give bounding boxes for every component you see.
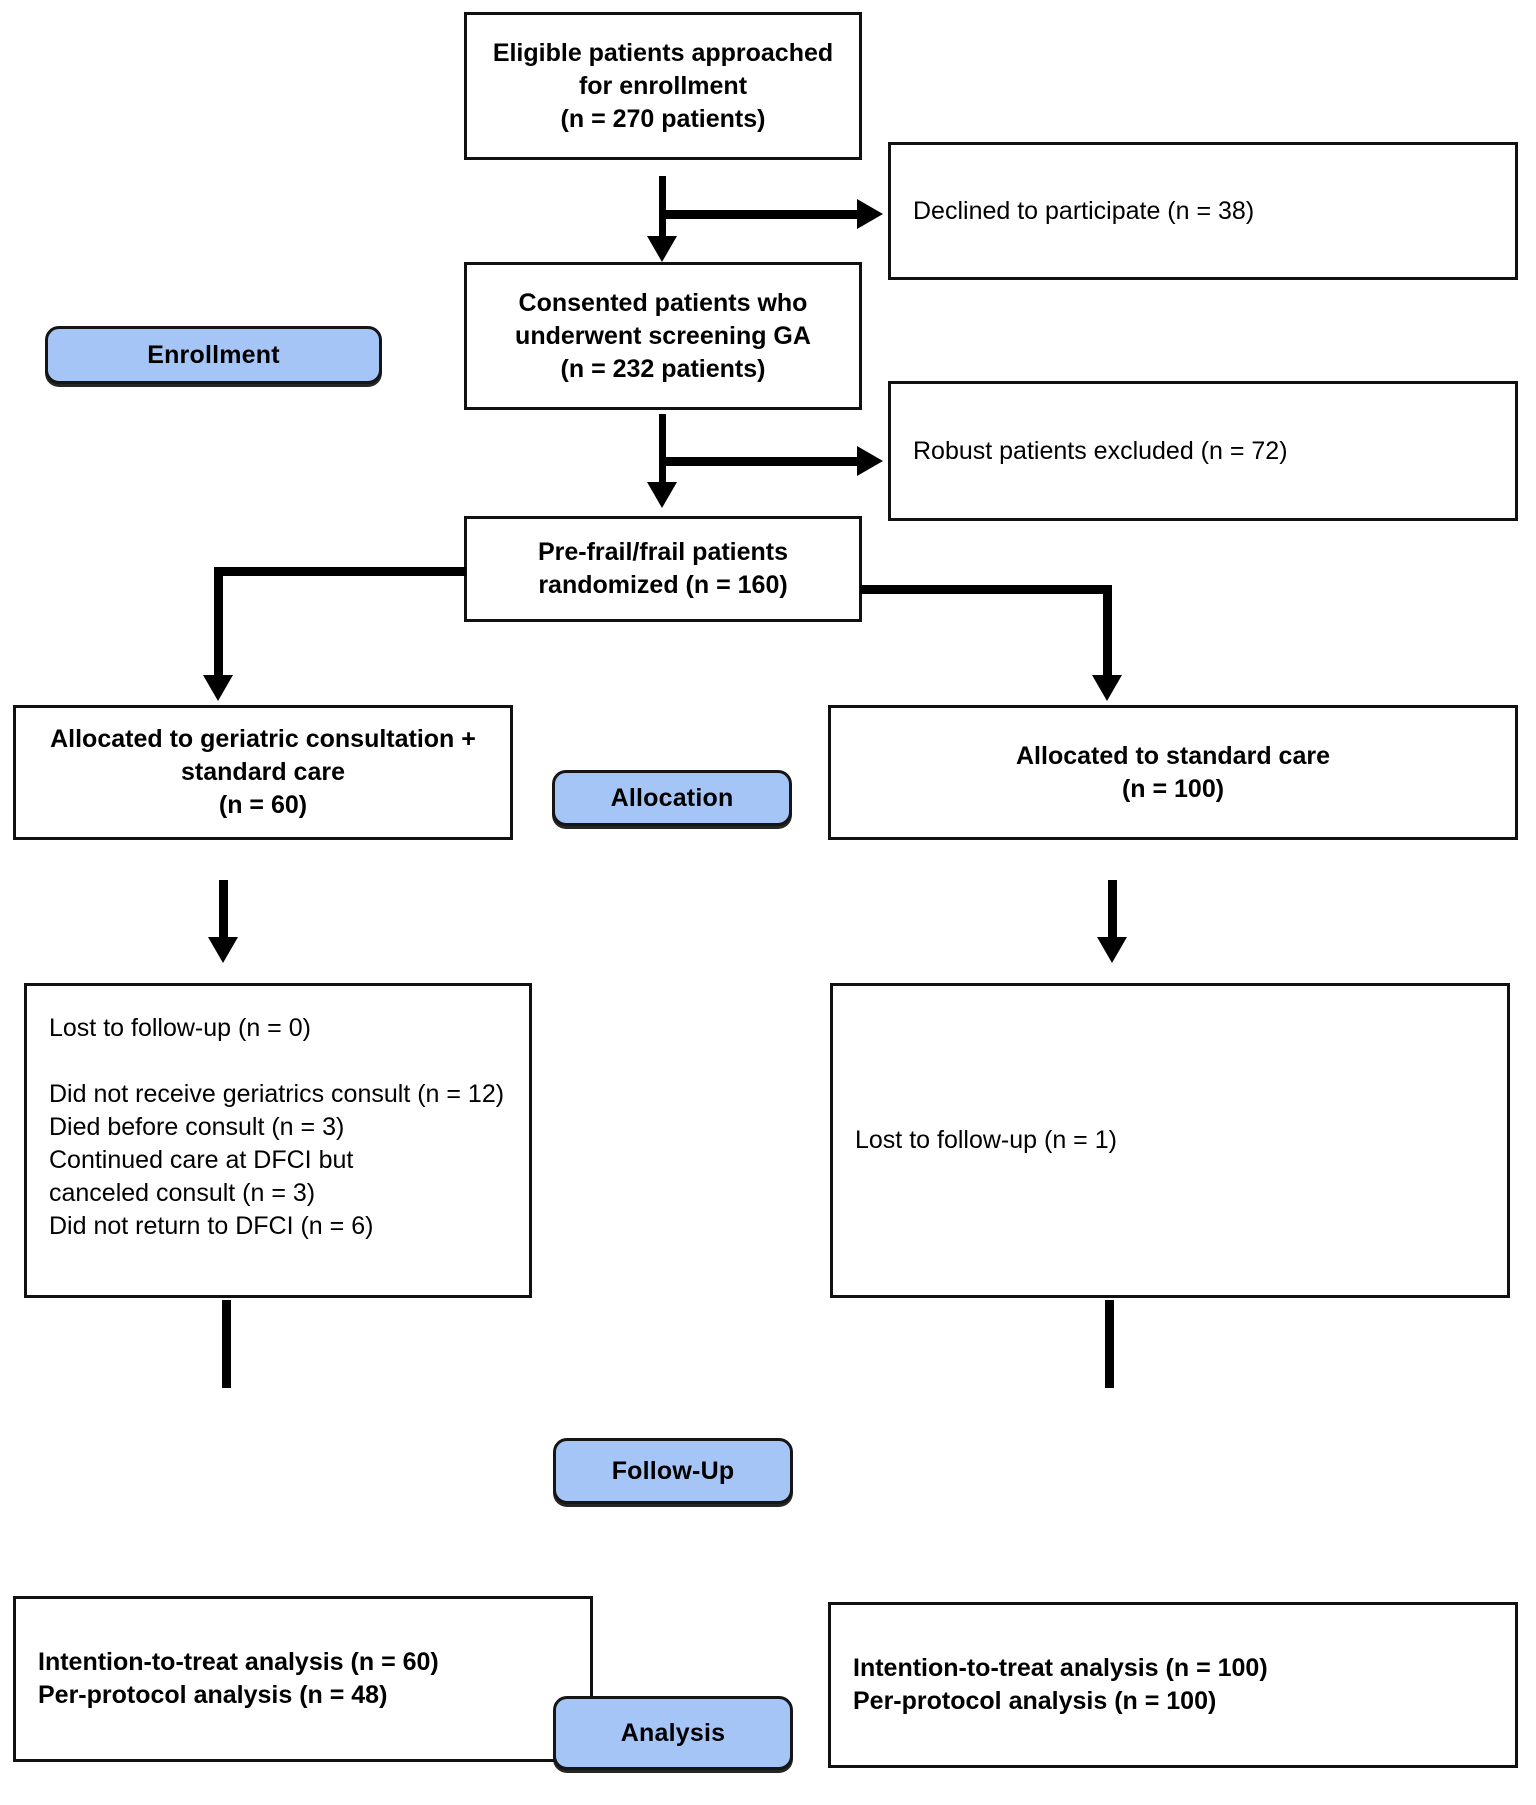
arrowhead-to-declined	[857, 199, 883, 229]
node-followup-control: Lost to follow-up (n = 1)	[830, 983, 1510, 1298]
node-analysis-control: Intention-to-treat analysis (n = 100) Pe…	[828, 1602, 1518, 1768]
connector-to-robust-excluded	[660, 457, 860, 466]
node-declined-to-participate: Declined to participate (n = 38)	[888, 142, 1518, 280]
node-analysis-intervention: Intention-to-treat analysis (n = 60) Per…	[13, 1596, 593, 1762]
stage-badge-enrollment: Enrollment	[45, 326, 382, 384]
arrowhead-left-allocation	[203, 675, 233, 701]
arrowhead-right-allocation	[1092, 675, 1122, 701]
arrowhead-left-followup	[208, 937, 238, 963]
stage-badge-analysis: Analysis	[553, 1696, 793, 1770]
arrowhead-consented-to-randomized	[647, 482, 677, 508]
connector-left-followup-to-analysis	[222, 1300, 231, 1388]
node-consented-patients: Consented patients who underwent screeni…	[464, 262, 862, 410]
arrowhead-right-followup	[1097, 937, 1127, 963]
connector-consented-to-randomized	[659, 414, 666, 496]
connector-randomized-right-vertical	[1103, 585, 1112, 687]
arrowhead-eligible-to-consented	[647, 236, 677, 262]
node-followup-intervention: Lost to follow-up (n = 0) Did not receiv…	[24, 983, 532, 1298]
node-allocated-standard-care: Allocated to standard care (n = 100)	[828, 705, 1518, 840]
connector-randomized-right-horizontal	[860, 585, 1112, 594]
connector-left-allocation-to-followup	[219, 880, 228, 952]
connector-to-declined	[660, 210, 860, 219]
node-robust-patients-excluded: Robust patients excluded (n = 72)	[888, 381, 1518, 521]
connector-right-allocation-to-followup	[1108, 880, 1117, 952]
connector-randomized-left-horizontal	[214, 567, 466, 576]
arrowhead-to-robust-excluded	[857, 446, 883, 476]
stage-badge-followup: Follow-Up	[553, 1438, 793, 1504]
node-eligible-patients: Eligible patients approached for enrollm…	[464, 12, 862, 160]
node-randomized: Pre-frail/frail patients randomized (n =…	[464, 516, 862, 622]
connector-randomized-left-vertical	[214, 567, 223, 687]
node-allocated-geriatric-consultation: Allocated to geriatric consultation + st…	[13, 705, 513, 840]
connector-right-followup-to-analysis	[1105, 1300, 1114, 1388]
stage-badge-allocation: Allocation	[552, 770, 792, 826]
